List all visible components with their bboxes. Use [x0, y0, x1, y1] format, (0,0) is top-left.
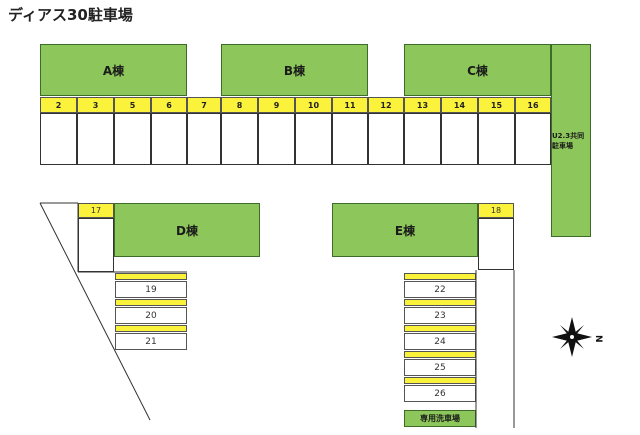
building-e-label: E棟	[394, 223, 416, 238]
spot-number: 15	[478, 97, 515, 113]
spot-number: 12	[368, 97, 404, 113]
spot-number: 9	[258, 97, 295, 113]
spot-number: 14	[441, 97, 478, 113]
boundary-line	[39, 202, 151, 421]
parking-stall	[151, 113, 187, 165]
building-a: A棟	[40, 44, 187, 96]
building-d: D棟	[114, 203, 260, 257]
yellow-divider	[115, 299, 187, 306]
building-d-label: D棟	[176, 223, 198, 238]
building-e: E棟	[332, 203, 478, 257]
spot-number: 11	[332, 97, 368, 113]
spot-18-number: 18	[478, 203, 514, 218]
parking-stall	[77, 113, 114, 165]
parking-stall	[258, 113, 295, 165]
parking-stall	[187, 113, 221, 165]
parking-stall	[332, 113, 368, 165]
car-wash-label: 専用洗車場	[420, 414, 460, 423]
parking-stall-25: 25	[404, 359, 476, 376]
building-c-label: C棟	[467, 63, 488, 78]
parking-stall	[295, 113, 332, 165]
building-c: C棟	[404, 44, 551, 96]
parking-stall-19: 19	[115, 281, 187, 298]
yellow-divider	[115, 273, 187, 280]
parking-stall	[515, 113, 551, 165]
spot-number: 6	[151, 97, 187, 113]
spot-number: 13	[404, 97, 441, 113]
parking-stall	[40, 113, 77, 165]
parking-stall-18	[478, 218, 514, 270]
page-title: ディアス30駐車場	[8, 6, 133, 24]
parking-stall-21: 21	[115, 333, 187, 350]
shared-parking-lot: U2.3共同駐車場	[551, 44, 591, 237]
car-wash-area: 専用洗車場	[404, 410, 476, 427]
shared-parking-label: U2.3共同駐車場	[552, 131, 585, 150]
compass-north-label: N	[593, 335, 603, 343]
building-a-label: A棟	[102, 63, 125, 78]
parking-stall	[404, 113, 441, 165]
yellow-divider	[115, 325, 187, 332]
spot-number: 7	[187, 97, 221, 113]
parking-stall	[368, 113, 404, 165]
spot-number: 16	[515, 97, 551, 113]
building-b-label: B棟	[283, 63, 306, 78]
parking-stall	[114, 113, 151, 165]
parking-stall	[221, 113, 258, 165]
spot-number: 8	[221, 97, 258, 113]
compass-icon	[552, 317, 592, 357]
spot-number: 3	[77, 97, 114, 113]
building-b: B棟	[221, 44, 368, 96]
spot-number: 10	[295, 97, 332, 113]
spot-number: 2	[40, 97, 77, 113]
parking-stall-20: 20	[115, 307, 187, 324]
parking-stall	[441, 113, 478, 165]
spot-number: 5	[114, 97, 151, 113]
parking-stall	[478, 113, 515, 165]
